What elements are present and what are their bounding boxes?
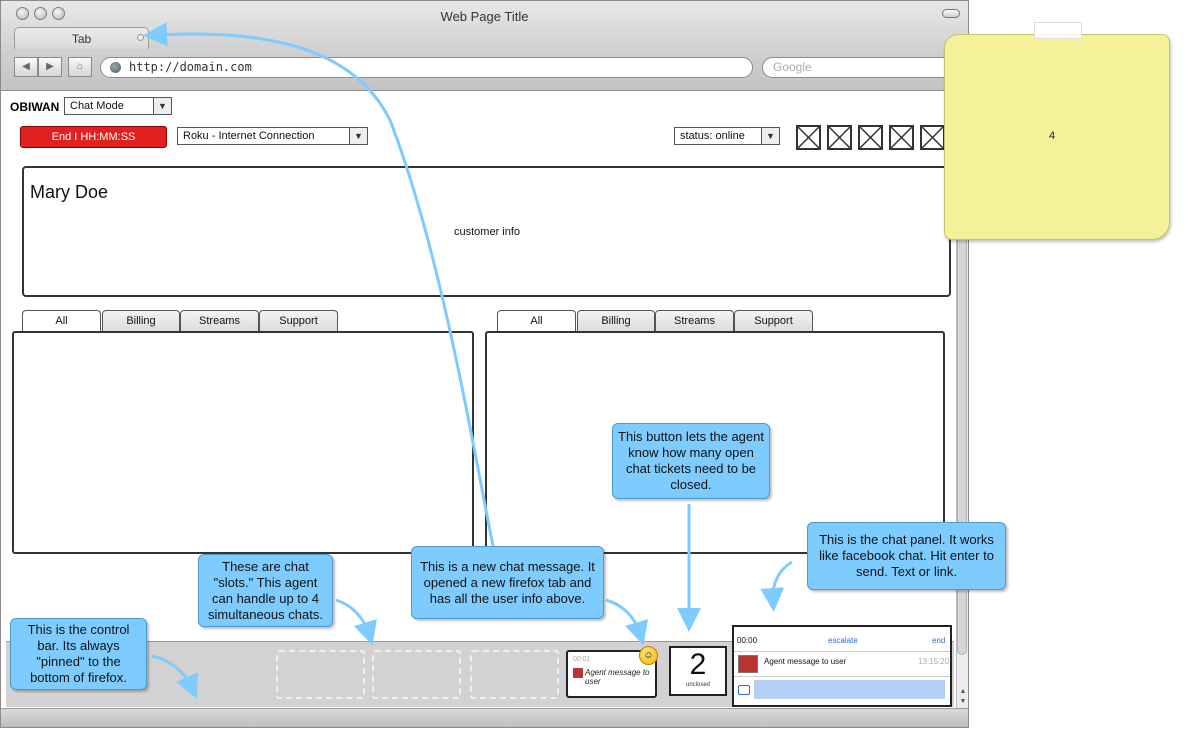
mode-select[interactable]: Chat Mode ▼ <box>64 97 172 115</box>
new-chat-message: Agent message to user <box>585 668 650 686</box>
chat-slot-empty[interactable] <box>276 650 365 699</box>
customer-info-panel: Mary Doe customer info <box>22 166 951 297</box>
right-tab-streams[interactable]: Streams <box>655 310 734 331</box>
end-chat-button[interactable]: End I HH:MM:SS <box>20 126 167 148</box>
chat-panel: 00:00 escalate end Agent message to user… <box>732 625 952 707</box>
escalate-link[interactable]: escalate <box>828 636 858 645</box>
open-tickets-count: 2 <box>689 648 707 681</box>
placeholder-image-icon[interactable] <box>858 125 883 150</box>
left-tab-support[interactable]: Support <box>259 310 338 331</box>
sticky-note-text: 4 <box>1049 130 1056 142</box>
globe-icon <box>110 62 121 73</box>
home-button[interactable]: ⌂ <box>68 57 92 77</box>
status-select[interactable]: status: online ▼ <box>674 127 780 145</box>
customer-name: Mary Doe <box>30 182 109 202</box>
user-avatar-icon <box>573 668 583 678</box>
sticky-tape <box>1034 22 1082 39</box>
placeholder-image-icon[interactable] <box>796 125 821 150</box>
tab-close-icon[interactable] <box>137 34 144 41</box>
tab-label: Tab <box>71 32 92 46</box>
chat-message-text: Agent message to user <box>764 657 847 666</box>
chat-timer: 00:00 <box>737 636 758 645</box>
connection-select[interactable]: Roku - Internet Connection ▼ <box>177 127 368 145</box>
left-tab-billing[interactable]: Billing <box>102 310 180 331</box>
placeholder-image-icon[interactable] <box>889 125 914 150</box>
zoom-window-button[interactable] <box>52 7 65 20</box>
browser-tab[interactable]: Tab <box>14 27 149 49</box>
search-input[interactable]: Google <box>762 57 962 78</box>
url-input[interactable]: http://domain.com <box>100 57 753 78</box>
chat-slot-empty[interactable] <box>372 650 461 699</box>
chat-input[interactable] <box>754 680 945 699</box>
title-bar: Web Page Title Tab ◀ ▶ ⌂ http://domain.c… <box>1 1 968 91</box>
scroll-up-icon[interactable]: ▲ <box>959 688 967 695</box>
back-button[interactable]: ◀ <box>14 57 38 77</box>
callout-control-bar: This is the control bar. Its always "pin… <box>10 618 147 690</box>
right-tab-billing[interactable]: Billing <box>577 310 655 331</box>
mode-select-value: Chat Mode <box>70 100 124 112</box>
callout-chat-slots: These are chat "slots." This agent can h… <box>198 554 333 627</box>
status-bar <box>1 708 968 727</box>
callout-new-message: This is a new chat message. It opened a … <box>411 546 604 619</box>
chevron-down-icon: ▼ <box>761 128 779 144</box>
left-content-panel <box>12 331 474 554</box>
open-tickets-button[interactable]: 2 unclosed <box>669 646 727 696</box>
chat-slot-empty[interactable] <box>470 650 559 699</box>
placeholder-image-icon[interactable] <box>827 125 852 150</box>
speech-bubble-icon <box>738 685 750 695</box>
forward-button[interactable]: ▶ <box>38 57 62 77</box>
left-tab-all[interactable]: All <box>22 310 101 332</box>
divider <box>734 651 950 652</box>
smiley-icon: ☺ <box>639 646 658 665</box>
callout-open-tickets: This button lets the agent know how many… <box>612 423 770 499</box>
url-text: http://domain.com <box>129 60 252 74</box>
customer-info-label: customer info <box>454 226 521 238</box>
chevron-down-icon: ▼ <box>349 128 367 144</box>
right-tab-all[interactable]: All <box>497 310 576 332</box>
left-tab-streams[interactable]: Streams <box>180 310 259 331</box>
sticky-note <box>944 34 1170 240</box>
placeholder-image-icon[interactable] <box>920 125 945 150</box>
new-chat-time: 00:01 <box>573 656 591 663</box>
agent-avatar-icon <box>738 655 758 673</box>
open-tickets-label: unclosed <box>685 682 711 688</box>
close-window-button[interactable] <box>16 7 29 20</box>
window-title: Web Page Title <box>440 9 529 24</box>
status-select-value: status: online <box>680 130 745 142</box>
divider <box>734 676 950 677</box>
right-tab-support[interactable]: Support <box>734 310 813 331</box>
toolbar-toggle-button[interactable] <box>942 9 960 18</box>
chat-message-time: 13:15:20 <box>918 657 950 666</box>
connection-select-value: Roku - Internet Connection <box>183 130 315 142</box>
minimize-window-button[interactable] <box>34 7 47 20</box>
chevron-down-icon: ▼ <box>153 98 171 114</box>
app-name: OBIWAN <box>10 100 60 114</box>
callout-chat-panel: This is the chat panel. It works like fa… <box>807 522 1006 590</box>
scroll-down-icon[interactable]: ▼ <box>959 698 967 705</box>
end-chat-link[interactable]: end <box>932 636 946 645</box>
